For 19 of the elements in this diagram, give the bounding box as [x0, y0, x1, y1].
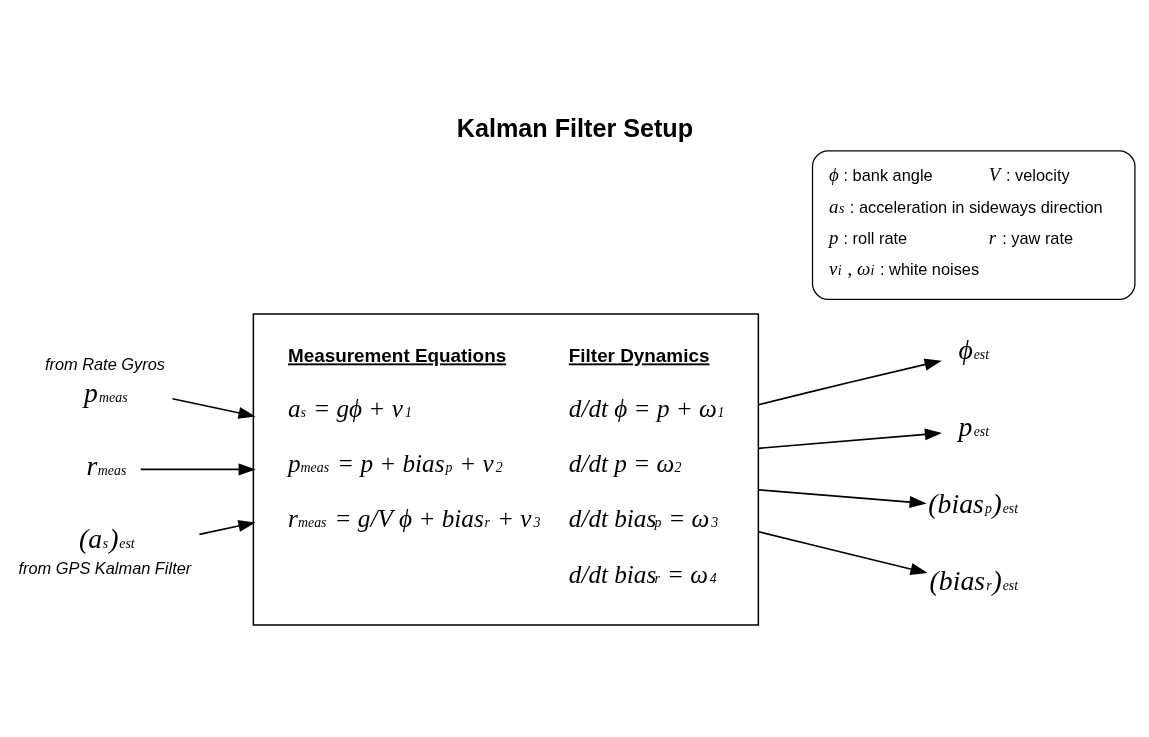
arrow	[139, 462, 256, 475]
arrow	[757, 358, 942, 406]
node-label: from Rate Gyros	[44, 354, 165, 373]
diagram-title: Kalman Filter Setup	[456, 113, 694, 142]
node-text: (biasr)est	[929, 564, 1019, 596]
node-text: pmeas	[83, 376, 128, 408]
arrow	[198, 519, 256, 535]
arrow	[757, 427, 942, 449]
node-label: from GPS Kalman Filter	[18, 558, 192, 577]
node-text: (as)est	[78, 522, 135, 554]
arrow	[171, 397, 256, 419]
arrow	[757, 530, 928, 575]
node-box: ϕ : bank angle V : velocity as : acceleration in sideways direction p : roll rate r : yaw rate νi , ωi : white noises	[811, 149, 1136, 300]
node-text: ϕest	[958, 333, 990, 365]
arrow	[757, 488, 927, 508]
node-box: Measurement Equations Filter Dynamics as = gϕ + ν1 d/dt ϕ = p + ω1 pmeas = p + biasp + ν2 d/dt p = ω2 rmeas = g/V ϕ + biasr + ν3 d/dt biasp = ω3 d/dt biasr = ω4	[252, 312, 760, 626]
node-text: pest	[958, 410, 990, 442]
node-text: rmeas	[86, 449, 127, 481]
node-text: (biasp)est	[928, 487, 1019, 519]
